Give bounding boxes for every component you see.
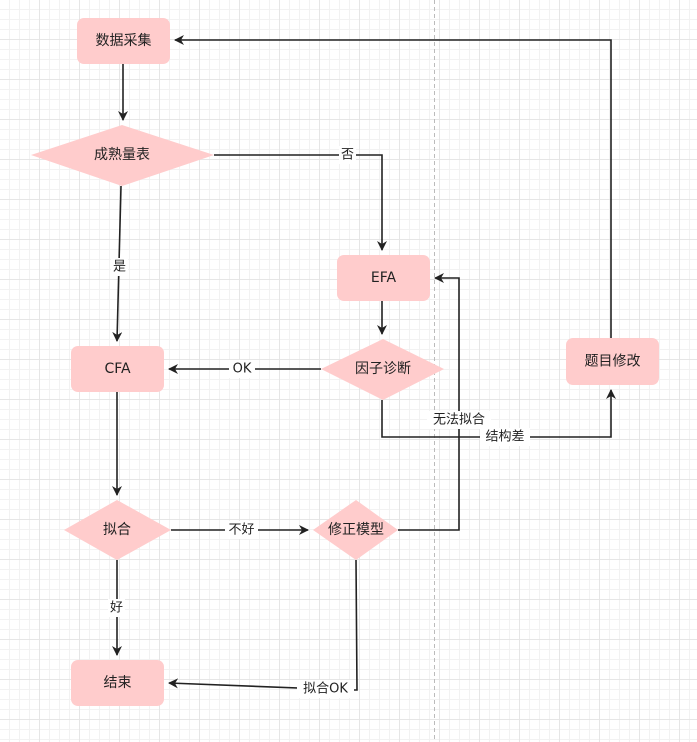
edge-revision-to-collect[interactable] [174,35,612,338]
edge-label-poor-structure: 结构差 [480,428,530,446]
edge-label-fit-ok: 拟合OK [297,680,354,698]
node-cfa-label: CFA [104,361,131,377]
edge-labels: 否 是 OK 结构差 不好 好 无法拟合 拟合OK [108,146,530,698]
edge-label-no: 否 [339,146,356,164]
node-data-collection[interactable]: 数据采集 [77,18,170,64]
node-fit[interactable]: 拟合 [64,500,171,560]
nodes: 数据采集 成熟量表 EFA CFA 因子诊断 题目修改 拟合 修 [31,18,659,706]
node-efa[interactable]: EFA [337,255,430,301]
edge-scale-to-efa[interactable] [214,154,387,251]
node-data-collection-label: 数据采集 [96,32,152,49]
edge-label-yes: 是 [111,258,128,276]
node-mature-scale-label: 成熟量表 [94,147,150,163]
node-fit-label: 拟合 [103,522,131,538]
edge-model-to-end[interactable] [168,559,358,691]
edge-label-good-text: 好 [110,601,123,616]
node-efa-label: EFA [371,270,397,286]
edge-label-not-good-text: 不好 [228,523,254,538]
node-mature-scale[interactable]: 成熟量表 [31,125,214,186]
node-end[interactable]: 结束 [71,660,164,706]
node-factor-diagnosis[interactable]: 因子诊断 [321,339,444,400]
edge-label-cannot-fit: 无法拟合 [427,411,491,429]
edge-label-cannot-fit-text: 无法拟合 [433,413,485,428]
edge-label-no-text: 否 [341,148,354,163]
node-model-revision[interactable]: 修正模型 [313,500,398,560]
node-factor-diagnosis-label: 因子诊断 [355,361,411,377]
node-cfa[interactable]: CFA [71,346,164,392]
edge-label-good: 好 [108,599,125,617]
node-end-label: 结束 [104,675,132,691]
node-item-revision-label: 题目修改 [585,354,641,370]
edge-label-fit-ok-text: 拟合OK [303,682,348,697]
edge-label-poor-structure-text: 结构差 [485,430,524,445]
edge-label-ok: OK [229,360,255,378]
node-model-revision-label: 修正模型 [328,522,384,538]
edge-model-to-efa[interactable] [398,273,460,531]
edge-label-ok-text: OK [233,362,252,377]
edge-label-not-good: 不好 [225,521,258,539]
node-item-revision[interactable]: 题目修改 [566,338,659,385]
edge-label-yes-text: 是 [113,260,126,275]
